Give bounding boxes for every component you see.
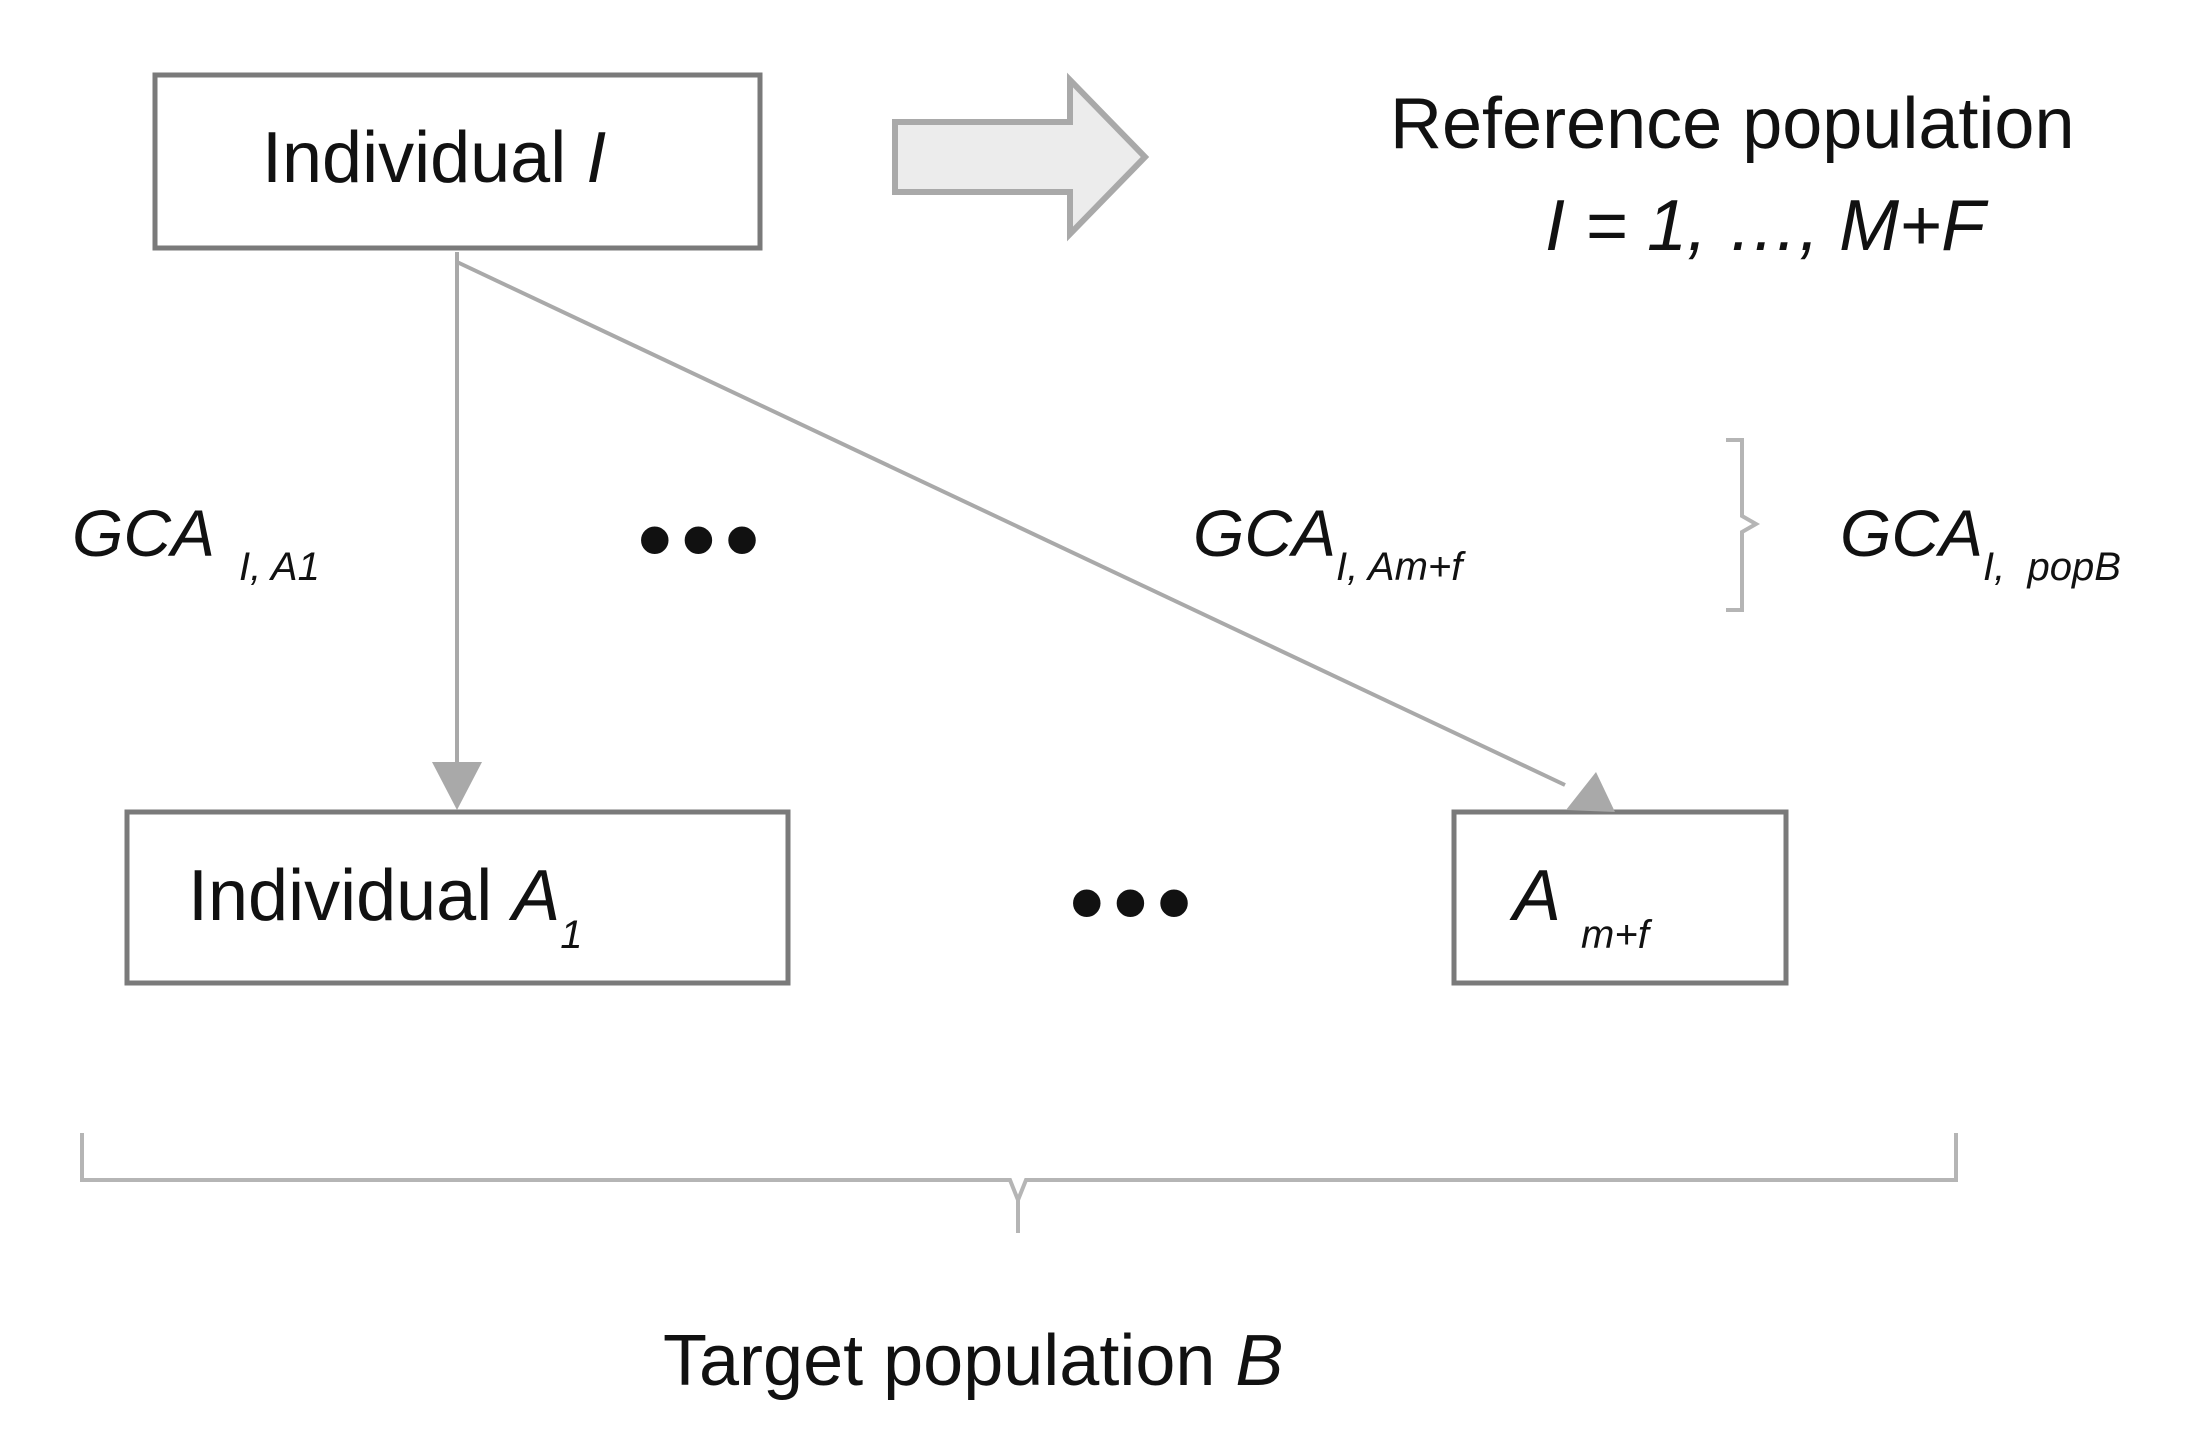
target-population-var: B (1235, 1321, 1284, 1401)
a-mf-var: A (1513, 856, 1562, 936)
ellipsis-top: ••• (638, 486, 769, 593)
individual-a1-text: Individual (188, 856, 513, 936)
individual-i-text: Individual (262, 118, 587, 198)
arrowhead-amf (1566, 772, 1615, 812)
gca-a1-main: GCA (72, 496, 216, 570)
a-mf-sub: m+f (1581, 913, 1649, 957)
box-a-mf (1451, 809, 1789, 986)
target-population-label: Target population B (663, 1325, 1283, 1397)
gca-a1-sub: I, A1 (239, 545, 320, 589)
ellipsis-bottom: ••• (1070, 849, 1201, 956)
individual-a1-label: Individual A1 (188, 860, 583, 955)
bracket-right (1726, 438, 1761, 612)
individual-i-var: I (586, 118, 607, 198)
box-individual-a1 (124, 809, 791, 986)
gca-popb-sub: I, popB (1983, 545, 2121, 589)
brace-bottom (80, 1133, 1958, 1233)
reference-population-title: Reference population (1390, 84, 2075, 164)
gca-popb-main: GCA (1840, 496, 1984, 570)
arrowhead-a1 (432, 762, 482, 810)
individual-i-label: Individual I (262, 122, 606, 194)
reference-population-range: I = 1, …, M+F (1545, 186, 1986, 266)
box-individual-i (152, 72, 763, 251)
individual-a1-sub: 1 (560, 913, 583, 957)
arrow-to-amf (456, 260, 1566, 787)
gca-amf-sub: I, Am+f (1336, 545, 1463, 589)
individual-a1-var: A (512, 856, 561, 936)
gca-amf-label: GCAI, Am+f (1193, 500, 1462, 587)
target-population-text: Target population (663, 1321, 1236, 1401)
gca-popb-label: GCAI, popB (1840, 500, 2121, 587)
gca-amf-main: GCA (1193, 496, 1337, 570)
block-arrow (892, 72, 1150, 242)
